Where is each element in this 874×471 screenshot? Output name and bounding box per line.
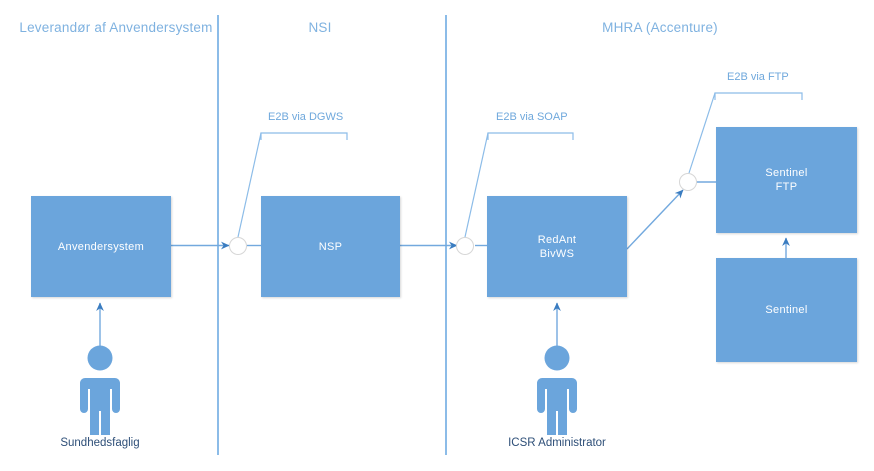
callout-leader-dgws: [237, 132, 262, 238]
actor-icsr-administrator[interactable]: [531, 345, 583, 441]
actor-sundhedsfaglig[interactable]: [74, 345, 126, 441]
callout-label-ftp: E2B via FTP: [727, 71, 789, 83]
junction-circle-dgws[interactable]: [229, 237, 247, 255]
junction-circle-ftp[interactable]: [679, 173, 697, 191]
node-redant-bivws[interactable]: RedAnt BivWS: [487, 196, 627, 297]
node-sentinel-ftp[interactable]: Sentinel FTP: [716, 127, 857, 233]
lane-divider-2: [445, 15, 447, 455]
callout-bracket-dgws: [260, 132, 348, 140]
callout-leader-soap: [464, 132, 489, 238]
node-anvendersystem-line1: Anvendersystem: [57, 240, 145, 253]
node-sentinel[interactable]: Sentinel: [716, 258, 857, 362]
callout-bracket-ftp: [714, 92, 803, 100]
node-redant-line1: RedAnt: [537, 233, 577, 246]
lane-title-leverandor: Leverandør af Anvendersystem: [19, 20, 213, 35]
node-nsp-line1: NSP: [318, 240, 343, 253]
edge-redant-to-junction3: [626, 189, 684, 250]
lane-title-mhra: MHRA (Accenture): [602, 20, 718, 35]
callout-label-dgws: E2B via DGWS: [268, 111, 344, 123]
node-sentinel-ftp-line1: Sentinel: [765, 167, 808, 179]
actor-label-icsr-administrator: ICSR Administrator: [508, 437, 606, 449]
callout-bracket-soap: [487, 132, 574, 140]
node-nsp[interactable]: NSP: [261, 196, 400, 297]
person-icon: [80, 345, 120, 441]
node-sentinel-line1: Sentinel: [765, 304, 808, 316]
callout-leader-ftp: [688, 92, 716, 174]
lane-title-nsi: NSI: [308, 20, 332, 35]
junction-circle-soap[interactable]: [456, 237, 474, 255]
actor-label-sundhedsfaglig: Sundhedsfaglig: [60, 437, 140, 449]
callout-label-soap: E2B via SOAP: [496, 111, 568, 123]
node-redant-line2: BivWS: [539, 247, 575, 260]
person-icon: [537, 345, 577, 441]
lane-divider-1: [217, 15, 219, 455]
node-sentinel-ftp-line2: FTP: [775, 181, 798, 193]
node-anvendersystem[interactable]: Anvendersystem: [31, 196, 171, 297]
